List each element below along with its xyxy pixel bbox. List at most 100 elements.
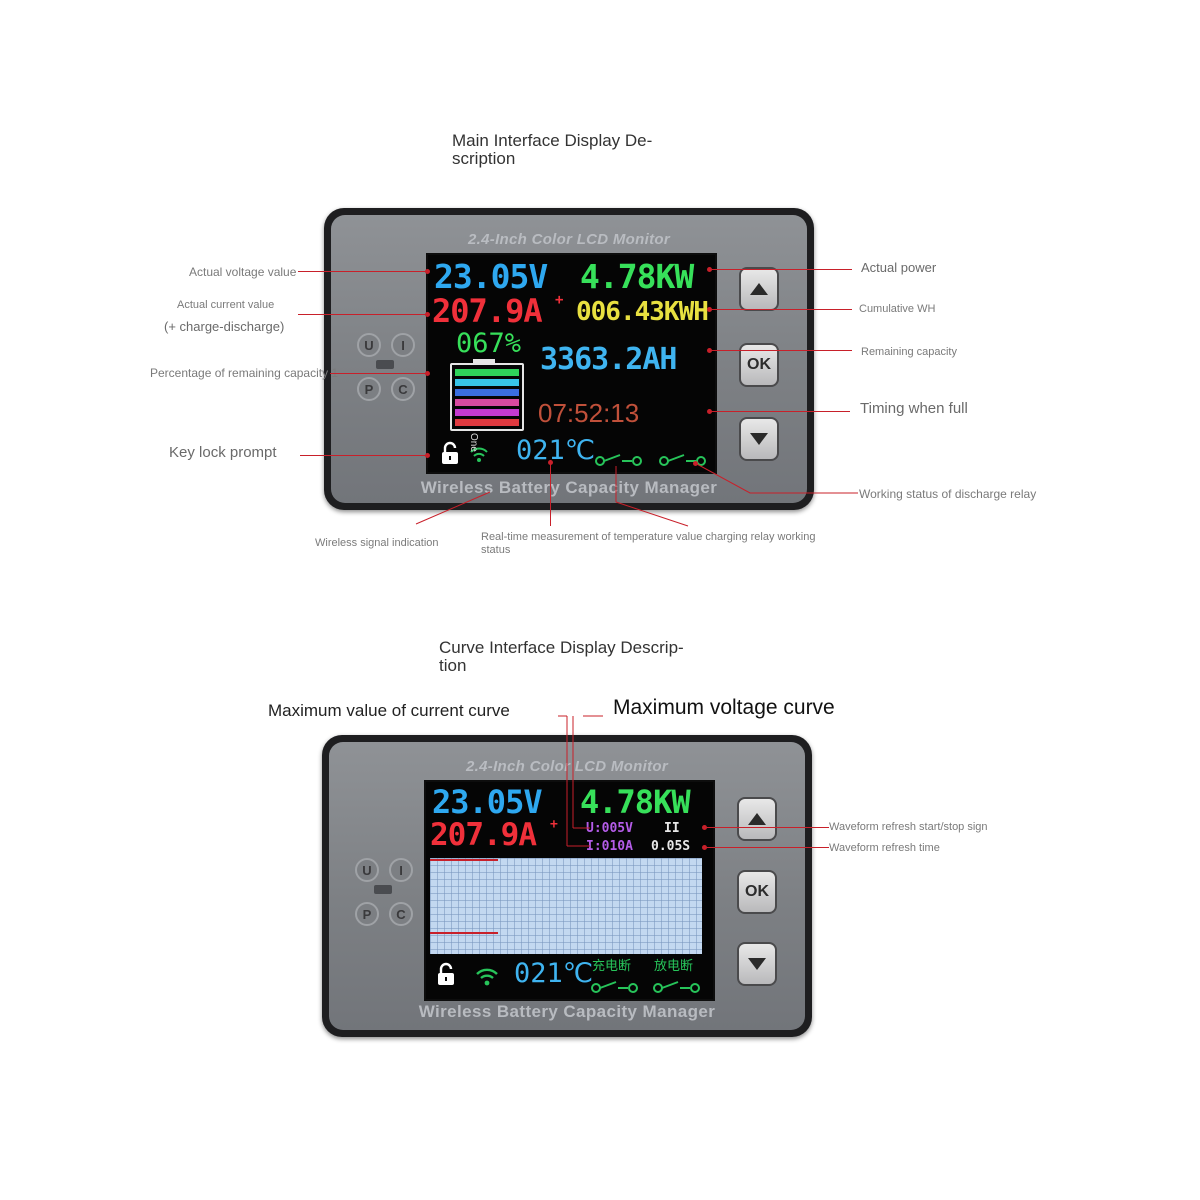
battery-level-bar <box>455 399 519 406</box>
label-percentage: Percentage of remaining capacity 1 <box>150 366 339 380</box>
curve-key-center-pad <box>374 885 392 894</box>
curve-up-button[interactable] <box>737 797 777 841</box>
battery-level-bar <box>455 379 519 386</box>
curve-up-arrow-icon <box>748 813 766 825</box>
capacity-readout: 3363.2AH <box>540 342 677 377</box>
battery-icon <box>450 363 524 431</box>
main-device: 2.4-Inch Color LCD Monitor Wireless Batt… <box>324 208 814 510</box>
line-timing <box>710 411 850 412</box>
temperature-readout: 021℃ <box>516 435 596 466</box>
label-wireless-signal: Wireless signal indication <box>315 537 439 549</box>
label-current-note: (+ charge-discharge) <box>164 319 285 334</box>
main-screen: 23.05V 4.78KW 207.9A + 006.43KWH 067% 33… <box>426 253 717 474</box>
dot-discharge-relay <box>693 461 698 466</box>
leader-max-curves <box>558 715 603 847</box>
curve-key-p[interactable]: P <box>355 902 379 926</box>
voltage-readout: 23.05V <box>434 257 548 296</box>
battery-level-bar <box>455 409 519 416</box>
key-c[interactable]: C <box>391 377 415 401</box>
line-voltage <box>298 271 428 272</box>
main-section-title: Main Interface Display De- scription <box>452 132 652 168</box>
curve-key-c[interactable]: C <box>389 902 413 926</box>
dot-percentage <box>425 371 430 376</box>
up-button[interactable] <box>739 267 779 311</box>
battery-level-bar <box>455 419 519 426</box>
curve-key-u-label: U <box>362 862 372 878</box>
label-timing-full: Timing when full <box>860 400 968 417</box>
curve-current-readout: 207.9A <box>430 817 537 853</box>
label-cumulative-wh: Cumulative WH <box>859 303 936 315</box>
label-actual-current: Actual current value <box>177 299 275 311</box>
curve-ok-button[interactable]: OK <box>737 870 777 914</box>
curve-lock-open-icon <box>434 962 458 986</box>
curve-current-sign: + <box>550 817 558 832</box>
curve-pause-sign: II <box>664 821 680 836</box>
curve-charge-relay-icon <box>590 978 640 994</box>
main-device-footer: Wireless Battery Capacity Manager <box>420 478 718 497</box>
up-arrow-icon <box>750 283 768 295</box>
wireless-signal-icon <box>468 443 490 465</box>
percent-readout: 067% <box>456 328 522 359</box>
label-key-lock: Key lock prompt <box>169 444 277 461</box>
curve-device-footer: Wireless Battery Capacity Manager <box>418 1002 716 1021</box>
down-arrow-icon <box>750 433 768 445</box>
curve-power-readout: 4.78KW <box>580 783 691 821</box>
line-refresh-sign <box>705 827 829 828</box>
dot-cumulative <box>707 307 712 312</box>
curve-current-marker <box>430 932 498 934</box>
main-device-title: 2.4-Inch Color LCD Monitor <box>468 231 670 248</box>
label-actual-voltage: Actual voltage value <box>189 265 297 279</box>
curve-discharge-relay-icon <box>652 978 702 994</box>
wireless-text: One <box>468 433 479 452</box>
curve-key-u[interactable]: U <box>355 858 379 882</box>
curve-charge-off-label: 充电断 <box>592 959 632 974</box>
label-discharge-relay: Working status of discharge relay <box>859 487 1037 501</box>
leader-charge-relay <box>615 466 689 527</box>
curve-grid <box>430 858 702 954</box>
dot-power <box>707 267 712 272</box>
dot-current <box>425 312 430 317</box>
key-u[interactable]: U <box>357 333 381 357</box>
key-i[interactable]: I <box>391 333 415 357</box>
current-sign: + <box>555 292 564 308</box>
curve-refresh-time: 0.05S <box>651 839 691 854</box>
curve-ok-button-label: OK <box>745 883 769 900</box>
label-refresh-time: Waveform refresh time <box>829 842 940 854</box>
energy-readout: 006.43KWH <box>576 297 709 327</box>
timer-readout: 07:52:13 <box>538 398 640 428</box>
line-percentage <box>330 373 428 374</box>
dot-refresh-sign <box>702 825 707 830</box>
curve-device: 2.4-Inch Color LCD Monitor Wireless Batt… <box>322 735 812 1037</box>
dot-timing <box>707 409 712 414</box>
dot-key-lock <box>425 453 430 458</box>
key-p-label: P <box>364 381 374 397</box>
dot-temperature <box>548 460 553 465</box>
power-readout: 4.78KW <box>580 257 694 296</box>
curve-voltage-readout: 23.05V <box>432 783 543 821</box>
main-device-face: 2.4-Inch Color LCD Monitor Wireless Batt… <box>331 215 807 503</box>
curve-key-i[interactable]: I <box>389 858 413 882</box>
curve-wireless-signal-icon <box>474 965 500 987</box>
curve-screen: 23.05V 4.78KW 207.9A + U:005V II I:010A … <box>424 780 715 1001</box>
label-refresh-sign: Waveform refresh start/stop sign <box>829 821 988 833</box>
label-max-current-curve: Maximum value of current curve <box>268 701 510 720</box>
label-max-voltage-curve: Maximum voltage curve <box>613 696 835 719</box>
down-button[interactable] <box>739 417 779 461</box>
line-cumulative <box>710 309 852 310</box>
battery-cap <box>473 359 495 363</box>
label-actual-power: Actual power <box>861 260 937 275</box>
curve-u-max: U:005V <box>586 821 633 836</box>
key-p[interactable]: P <box>357 377 381 401</box>
dot-remaining <box>707 348 712 353</box>
main-title-line2: scription <box>452 149 516 168</box>
leader-discharge-relay <box>694 462 858 494</box>
curve-down-button[interactable] <box>737 942 777 986</box>
line-key-lock <box>300 455 428 456</box>
line-current <box>298 314 428 315</box>
ok-button-label: OK <box>747 356 771 373</box>
current-readout: 207.9A <box>432 292 543 330</box>
key-center-pad <box>376 360 394 369</box>
label-temperature-line2: status <box>481 544 511 556</box>
curve-title-line2: tion <box>439 656 467 675</box>
dot-refresh-time <box>702 845 707 850</box>
